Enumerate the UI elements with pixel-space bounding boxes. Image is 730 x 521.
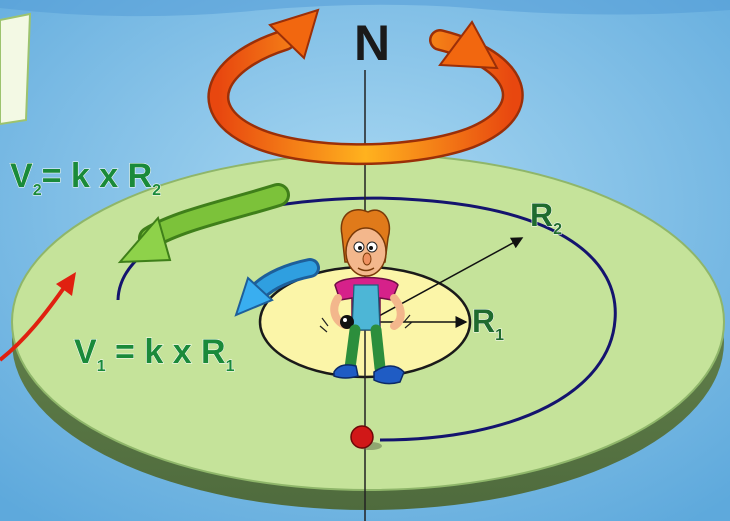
background-wave [0, 0, 730, 17]
formula-inner-r-sub: 1 [226, 358, 235, 375]
velocity-arrow-blue-icon [234, 258, 320, 317]
formula-inner: V1 = k x R1 [74, 333, 235, 375]
red-arrow-icon [0, 272, 76, 362]
formula-outer: V2= k x R2 [10, 157, 161, 199]
formula-inner-v-sub: 1 [97, 358, 106, 375]
formula-inner-rest: = k x R [106, 333, 226, 371]
formula-outer-rest: = k x R [42, 157, 153, 195]
formula-outer-r-sub: 2 [152, 182, 161, 199]
rotation-arrow-icon [207, 8, 524, 166]
person-figure-icon [319, 209, 413, 385]
north-label: N [354, 15, 390, 71]
radius-outer-r: R [530, 197, 553, 233]
red-ball-icon [350, 425, 374, 449]
radius-outer-label: R2 [530, 197, 562, 238]
formula-outer-v: V [10, 157, 33, 195]
velocity-arrow-green-icon [117, 183, 290, 264]
formula-inner-v: V [74, 333, 97, 371]
radius-outer-sub: 2 [553, 221, 562, 238]
radius-inner-r: R [472, 303, 495, 339]
radius-inner-sub: 1 [495, 327, 504, 344]
radius-inner-label: R1 [472, 303, 504, 344]
note-panel [0, 12, 32, 126]
radius-arrow-outer [367, 237, 524, 323]
formula-outer-v-sub: 2 [33, 182, 42, 199]
